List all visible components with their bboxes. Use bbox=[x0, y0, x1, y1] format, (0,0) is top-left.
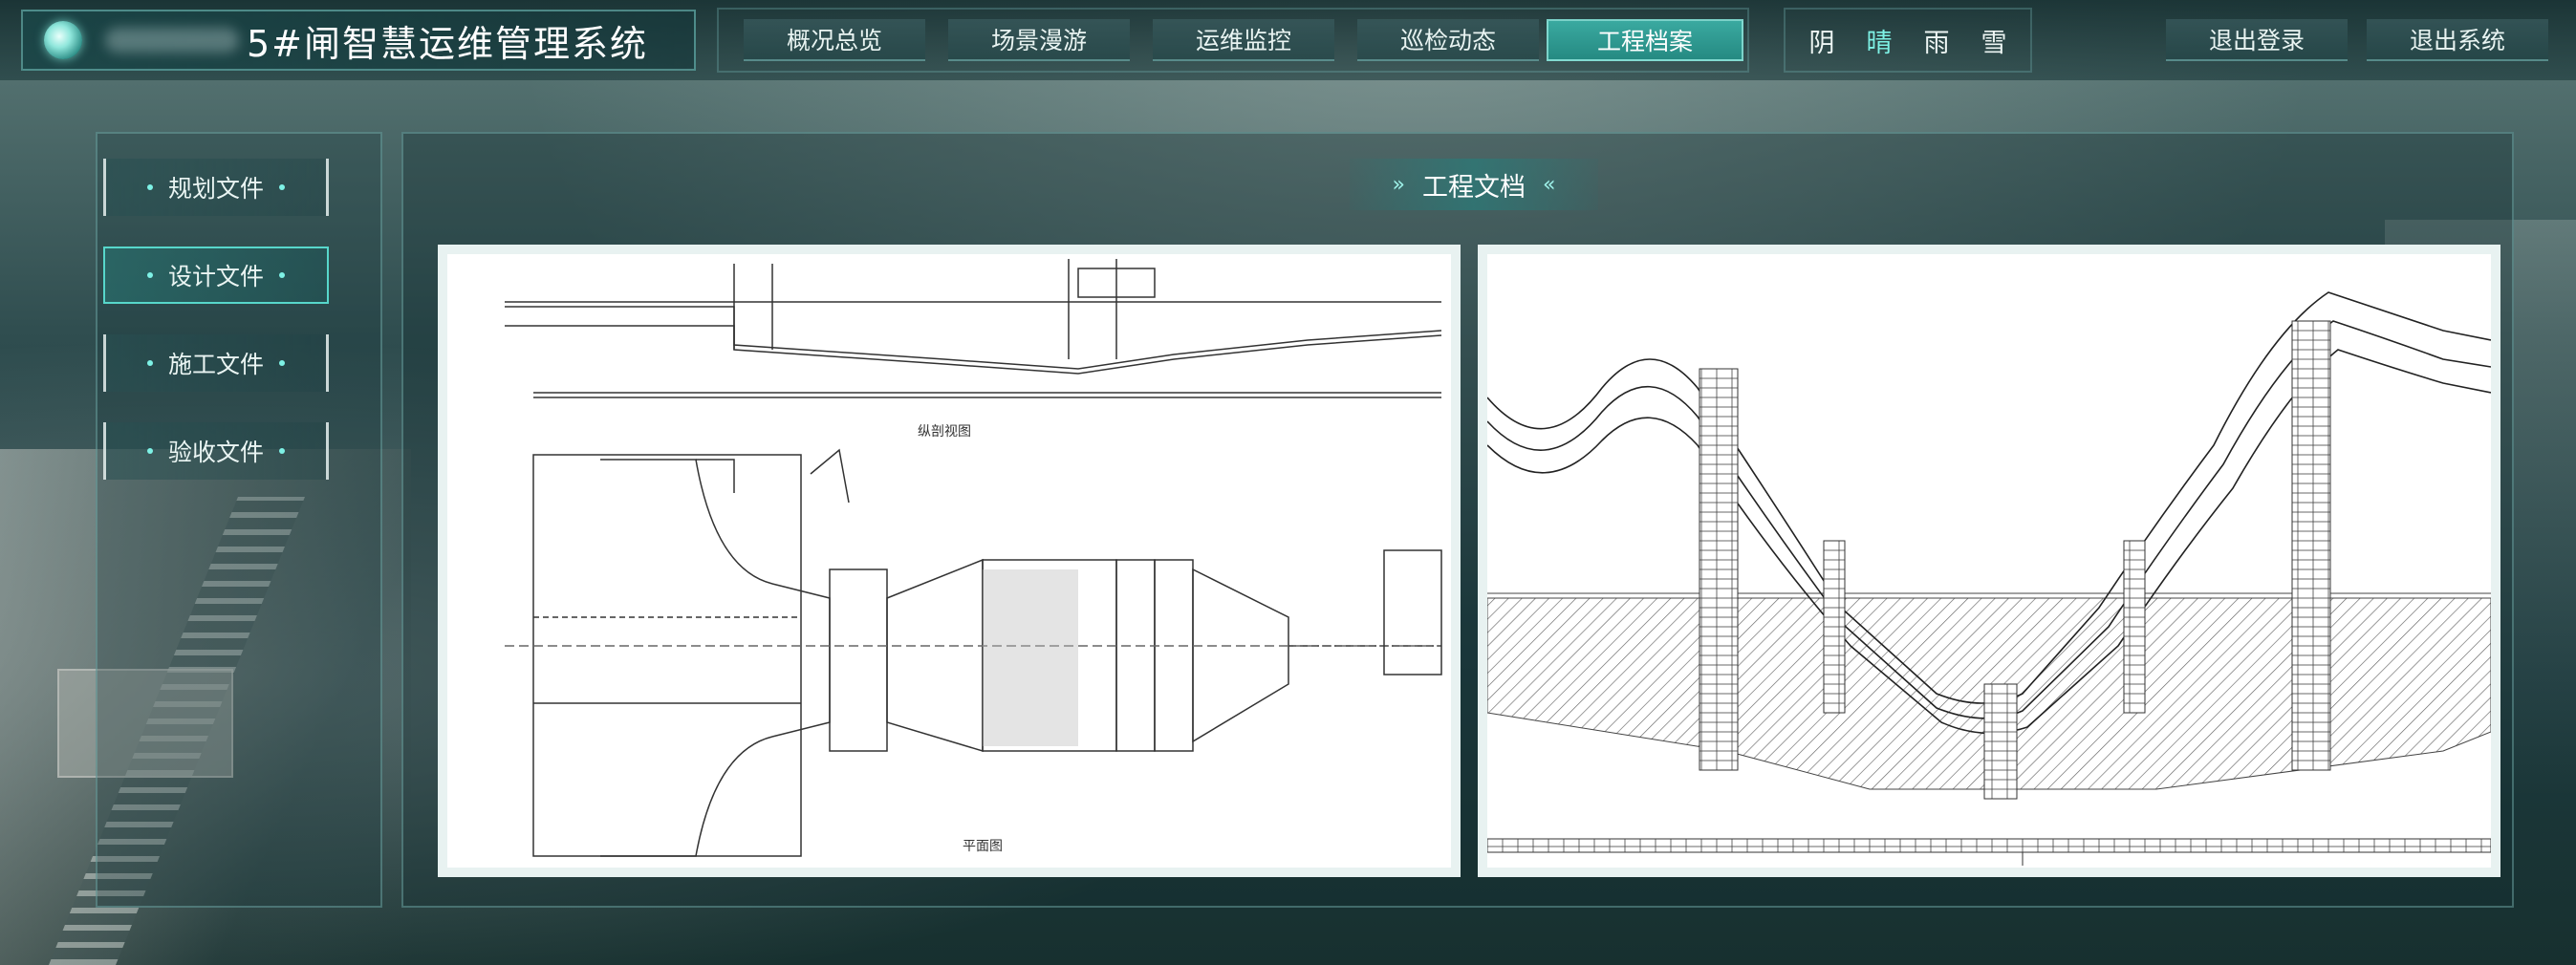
redacted-org-name bbox=[105, 28, 239, 53]
section-title-text: 工程文档 bbox=[1422, 172, 1526, 203]
app-title: 5#闸智慧运维管理系统 bbox=[247, 22, 649, 65]
section-title: » 工程文档 « bbox=[1350, 159, 1598, 210]
document-category-sidebar: 规划文件 设计文件 施工文件 验收文件 bbox=[96, 132, 382, 908]
weather-snow[interactable]: 雪 bbox=[1981, 28, 2007, 58]
bullet-icon bbox=[146, 184, 153, 190]
nav-project-archive[interactable]: 工程档案 bbox=[1547, 19, 1743, 61]
bullet-icon bbox=[279, 448, 285, 454]
sidebar-item-planning[interactable]: 规划文件 bbox=[103, 159, 329, 216]
sidebar-item-design[interactable]: 设计文件 bbox=[103, 247, 329, 304]
sidebar-item-label: 施工文件 bbox=[167, 351, 264, 378]
sidebar-item-label: 规划文件 bbox=[167, 175, 264, 203]
nav-scene-tour[interactable]: 场景漫游 bbox=[948, 19, 1130, 61]
exit-system-button[interactable]: 退出系统 bbox=[2367, 19, 2548, 61]
sidebar-item-acceptance[interactable]: 验收文件 bbox=[103, 422, 329, 480]
drawing-caption-plan: 平面图 bbox=[963, 839, 1003, 854]
nav-overview[interactable]: 概况总览 bbox=[744, 19, 925, 61]
double-chevron-right-icon: » bbox=[1392, 172, 1405, 197]
bullet-icon bbox=[146, 272, 153, 278]
bullet-icon bbox=[279, 184, 285, 190]
nav-ops-monitor[interactable]: 运维监控 bbox=[1153, 19, 1334, 61]
bullet-icon bbox=[279, 360, 285, 366]
document-thumbnail-section[interactable] bbox=[1478, 245, 2500, 877]
nav-frame bbox=[717, 8, 1749, 73]
nav-inspection[interactable]: 巡检动态 bbox=[1357, 19, 1539, 61]
weather-sunny[interactable]: 晴 bbox=[1866, 28, 1893, 58]
background-building bbox=[57, 669, 233, 778]
sidebar-item-construction[interactable]: 施工文件 bbox=[103, 334, 329, 392]
top-header: 5#闸智慧运维管理系统 概况总览 场景漫游 运维监控 巡检动态 工程档案 阴 晴… bbox=[0, 0, 2576, 80]
bullet-icon bbox=[279, 272, 285, 278]
double-chevron-left-icon: « bbox=[1543, 172, 1556, 197]
brand-area: 5#闸智慧运维管理系统 bbox=[21, 10, 696, 71]
cross-section-drawing bbox=[1487, 291, 2491, 866]
weather-selector: 阴 晴 雨 雪 bbox=[1793, 19, 2023, 61]
drawing-caption-section: 纵剖视图 bbox=[918, 424, 971, 440]
document-thumbnail-plan[interactable]: 纵剖视图 平面图 bbox=[438, 245, 1461, 877]
document-viewer-panel: » 工程文档 « bbox=[401, 132, 2514, 908]
weather-frame bbox=[1784, 8, 2032, 73]
sluice-drawing: 纵剖视图 平面图 bbox=[505, 259, 1442, 857]
logo-icon bbox=[44, 21, 82, 59]
logout-button[interactable]: 退出登录 bbox=[2166, 19, 2348, 61]
sidebar-item-label: 设计文件 bbox=[167, 263, 264, 290]
bullet-icon bbox=[146, 360, 153, 366]
weather-rain[interactable]: 雨 bbox=[1923, 28, 1950, 58]
bullet-icon bbox=[146, 448, 153, 454]
weather-cloudy[interactable]: 阴 bbox=[1808, 28, 1835, 58]
sidebar-item-label: 验收文件 bbox=[167, 439, 264, 466]
